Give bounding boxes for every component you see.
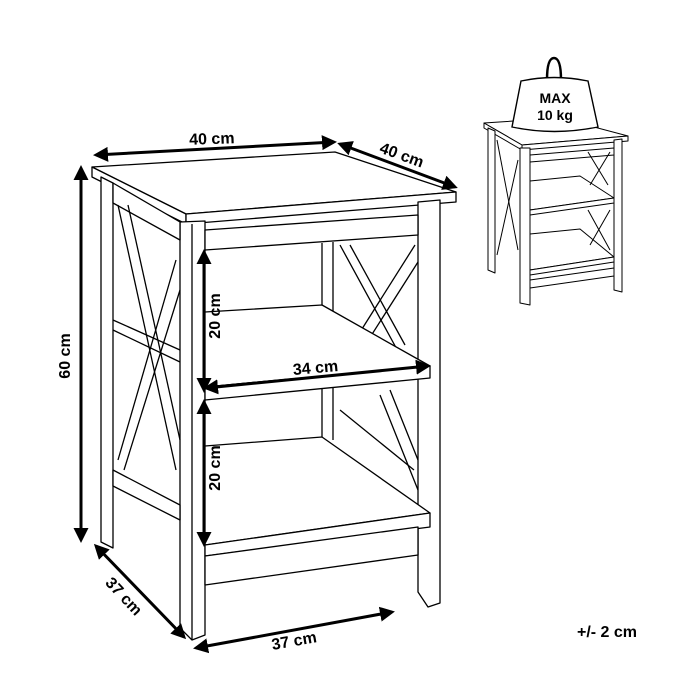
label-shelf-width: 34 cm	[292, 358, 339, 379]
label-load-max: MAX	[539, 90, 571, 106]
label-load-weight: 10 kg	[537, 107, 573, 123]
arrow-base-width	[193, 606, 395, 654]
label-shelf-gap-lower: 20 cm	[207, 445, 224, 490]
label-base-depth: 37 cm	[102, 575, 145, 620]
weight-icon	[511, 56, 599, 133]
label-shelf-gap-upper: 20 cm	[207, 293, 224, 338]
label-tolerance: +/- 2 cm	[577, 624, 637, 641]
thumbnail-table-drawing	[483, 117, 629, 306]
arrow-depth-top	[337, 141, 458, 190]
dimension-arrows	[73, 135, 458, 654]
label-height: 60 cm	[57, 333, 74, 378]
label-width-top: 40 cm	[189, 130, 235, 149]
arrow-width-top	[93, 135, 337, 162]
main-table-drawing	[91, 151, 457, 641]
arrow-shelf-width	[203, 359, 431, 395]
arrow-base-depth	[93, 543, 187, 640]
